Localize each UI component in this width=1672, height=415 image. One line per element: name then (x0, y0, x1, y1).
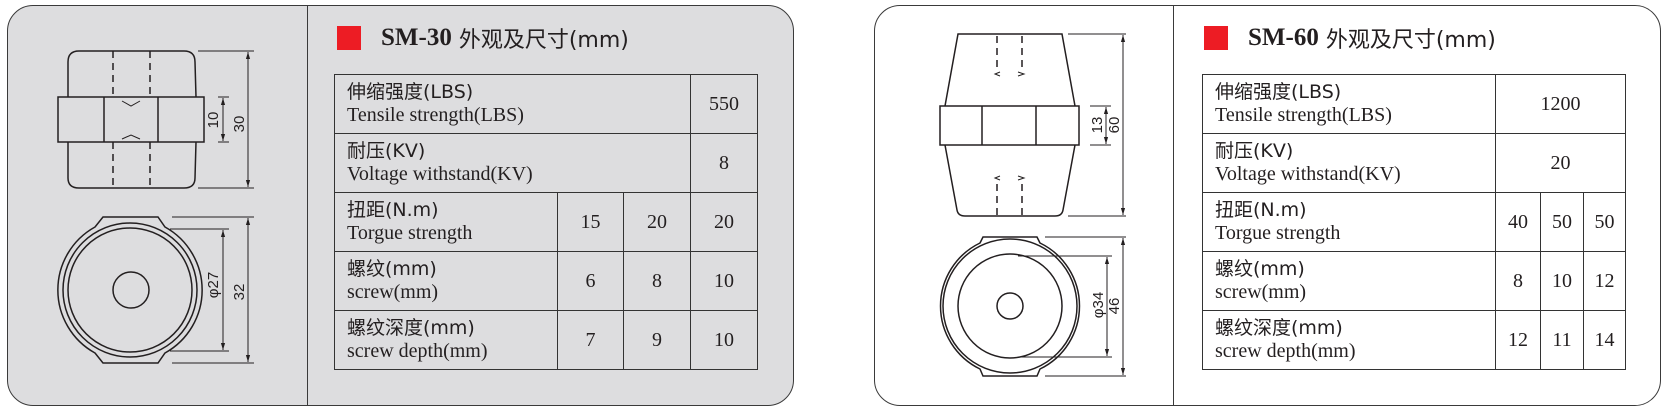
label-en: Voltage withstand(KV) (347, 163, 533, 185)
spec-table-sm60: 伸缩强度(LBS)Tensile strength(LBS) 1200 耐压(K… (1202, 74, 1627, 370)
value-cell: 550 (690, 74, 759, 134)
label-en: Voltage withstand(KV) (1215, 163, 1401, 185)
row-label: 扭距(N.m)Torgue strength (334, 192, 558, 252)
model-name: SM-60 (1248, 24, 1319, 51)
label-en: Torgue strength (347, 222, 473, 244)
value-cell: 1200 (1494, 74, 1627, 134)
row-label: 耐压(KV)Voltage withstand(KV) (333, 133, 692, 193)
label-cn: 扭距(N.m) (1215, 199, 1307, 221)
label-cn: 伸缩强度(LBS) (347, 81, 474, 103)
row-label: 耐压(KV)Voltage withstand(KV) (1202, 133, 1496, 193)
value-cell: 20 (622, 192, 692, 252)
label-cn: 耐压(KV) (1215, 140, 1294, 162)
table-row: 耐压(KV)Voltage withstand(KV) 20 (1202, 133, 1627, 193)
table-row: 螺纹深度(mm)screw depth(mm) 7 9 10 (334, 310, 759, 370)
table-row: 螺纹(mm)screw(mm) 6 8 10 (334, 251, 759, 311)
table-row: 螺纹深度(mm)screw depth(mm) 12 11 14 (1202, 310, 1627, 370)
value-cell: 12 (1495, 310, 1541, 370)
table-row: 螺纹(mm)screw(mm) 8 10 12 (1202, 251, 1627, 311)
value-cell: 15 (557, 192, 624, 252)
label-cn: 扭距(N.m) (347, 199, 439, 221)
red-square-bullet-icon (337, 26, 361, 50)
label-cn: 螺纹深度(mm) (1215, 317, 1343, 339)
value-cell: 40 (1495, 192, 1541, 252)
label-en: Torgue strength (1215, 222, 1341, 244)
value-cell: 20 (1494, 133, 1627, 193)
row-label: 螺纹深度(mm)screw depth(mm) (334, 310, 558, 370)
label-en: Tensile strength(LBS) (347, 104, 524, 126)
value-cell: 20 (690, 192, 759, 252)
card-divider (307, 6, 308, 405)
table-row: 伸缩强度(LBS)Tensile strength(LBS) 1200 (1202, 74, 1627, 134)
label-cn: 螺纹(mm) (1215, 258, 1305, 280)
value-cell: 10 (690, 251, 759, 311)
product-title-sm60: SM-60 外观及尺寸(mm) (1204, 22, 1496, 54)
value-cell: 8 (690, 133, 759, 193)
value-cell: 8 (622, 251, 692, 311)
value-cell: 7 (557, 310, 624, 370)
table-row: 扭距(N.m)Torgue strength 15 20 20 (334, 192, 759, 252)
row-label: 螺纹(mm)screw(mm) (334, 251, 558, 311)
value-cell: 11 (1540, 310, 1584, 370)
value-cell: 14 (1582, 310, 1627, 370)
label-en: screw(mm) (347, 281, 439, 303)
value-cell: 50 (1582, 192, 1627, 252)
value-cell: 50 (1540, 192, 1584, 252)
card-divider (1173, 6, 1174, 405)
title-suffix: 外观及尺寸(mm) (1325, 28, 1496, 53)
label-en: Tensile strength(LBS) (1215, 104, 1392, 126)
table-row: 扭距(N.m)Torgue strength 40 50 50 (1202, 192, 1627, 252)
value-cell: 9 (622, 310, 692, 370)
label-cn: 螺纹(mm) (347, 258, 437, 280)
label-cn: 耐压(KV) (347, 140, 426, 162)
table-row: 耐压(KV)Voltage withstand(KV) 8 (333, 133, 759, 193)
label-cn: 螺纹深度(mm) (347, 317, 475, 339)
title-suffix: 外观及尺寸(mm) (458, 28, 629, 53)
row-label: 扭距(N.m)Torgue strength (1202, 192, 1496, 252)
row-label: 螺纹深度(mm)screw depth(mm) (1202, 310, 1496, 370)
spec-table-sm30: 伸缩强度(LBS)Tensile strength(LBS) 550 耐压(KV… (333, 74, 759, 370)
value-cell: 6 (557, 251, 624, 311)
label-cn: 伸缩强度(LBS) (1215, 81, 1342, 103)
value-cell: 12 (1582, 251, 1627, 311)
product-title-sm30: SM-30 外观及尺寸(mm) (337, 22, 629, 54)
row-label: 螺纹(mm)screw(mm) (1202, 251, 1496, 311)
red-square-bullet-icon (1204, 26, 1228, 50)
row-label: 伸缩强度(LBS)Tensile strength(LBS) (333, 74, 692, 134)
label-en: screw depth(mm) (347, 340, 488, 362)
value-cell: 8 (1495, 251, 1541, 311)
row-label: 伸缩强度(LBS)Tensile strength(LBS) (1202, 74, 1496, 134)
value-cell: 10 (1540, 251, 1584, 311)
label-en: screw(mm) (1215, 281, 1307, 303)
label-en: screw depth(mm) (1215, 340, 1356, 362)
value-cell: 10 (690, 310, 759, 370)
model-name: SM-30 (381, 24, 452, 51)
table-row: 伸缩强度(LBS)Tensile strength(LBS) 550 (333, 74, 759, 134)
